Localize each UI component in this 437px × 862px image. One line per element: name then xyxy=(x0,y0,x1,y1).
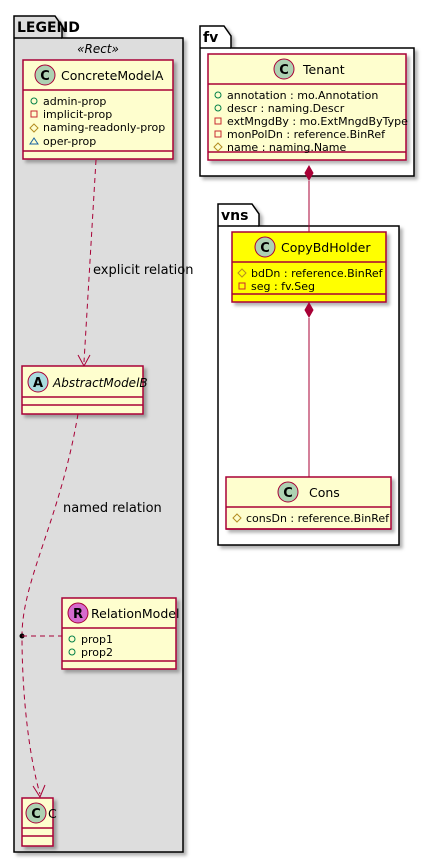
package-vns-label: vns xyxy=(221,208,248,224)
svg-text:C: C xyxy=(31,807,41,822)
public-icon xyxy=(30,97,38,105)
svg-text:prop2: prop2 xyxy=(81,646,113,659)
package-fv-label: fv xyxy=(203,30,218,46)
public-icon xyxy=(214,91,222,99)
svg-text:A: A xyxy=(33,376,43,391)
svg-text:extMngdBy : mo.ExtMngdByType: extMngdBy : mo.ExtMngdByType xyxy=(227,115,408,128)
attr-row: bdDn : reference.BinRef xyxy=(237,267,384,280)
attr-row: prop2 xyxy=(68,646,113,659)
attr-row: naming-readonly-prop xyxy=(29,121,165,134)
class-abstract-model-b[interactable]: A AbstractModelB xyxy=(21,365,148,415)
svg-text:C: C xyxy=(260,241,270,256)
private-icon xyxy=(214,130,222,138)
public-icon xyxy=(68,648,76,656)
relation-copybdholder-cons xyxy=(304,301,314,477)
svg-text:admin-prop: admin-prop xyxy=(43,95,106,108)
svg-text:consDn : reference.BinRef: consDn : reference.BinRef xyxy=(246,512,390,525)
svg-text:annotation : mo.Annotation: annotation : mo.Annotation xyxy=(227,89,378,102)
class-name: CopyBdHolder xyxy=(281,240,371,255)
svg-text:prop1: prop1 xyxy=(81,633,113,646)
private-icon xyxy=(214,117,222,125)
private-icon xyxy=(30,110,38,118)
class-circle-icon: C xyxy=(273,58,295,80)
attr-row: extMngdBy : mo.ExtMngdByType xyxy=(214,115,408,128)
public-icon xyxy=(68,635,76,643)
svg-text:C: C xyxy=(283,486,293,501)
svg-text:seg : fv.Seg: seg : fv.Seg xyxy=(251,280,315,293)
class-name: Tenant xyxy=(302,62,345,77)
public-icon xyxy=(214,104,222,112)
abstract-circle-icon: A xyxy=(27,371,49,393)
relation-explicit-label: explicit relation xyxy=(93,263,193,278)
attr-row: name : naming.Name xyxy=(213,141,347,154)
class-name: RelationModel xyxy=(91,606,179,621)
svg-text:monPolDn : reference.BinRef: monPolDn : reference.BinRef xyxy=(227,128,386,141)
svg-text:implicit-prop: implicit-prop xyxy=(43,108,112,121)
class-c[interactable]: C C xyxy=(21,797,57,847)
attr-row: oper-prop xyxy=(29,135,96,148)
svg-text:bdDn : reference.BinRef: bdDn : reference.BinRef xyxy=(251,267,384,280)
attr-row: consDn : reference.BinRef xyxy=(232,512,390,525)
relation-circle-icon: R xyxy=(67,602,89,624)
attr-row: descr : naming.Descr xyxy=(214,102,345,115)
class-circle-icon: C xyxy=(25,802,47,824)
class-relation-model[interactable]: R RelationModel prop1 prop2 xyxy=(61,597,179,670)
class-concrete-model-a[interactable]: C ConcreteModelA admin-prop implicit-pro… xyxy=(22,59,174,160)
protected-icon xyxy=(232,513,242,523)
class-name: Cons xyxy=(309,485,340,500)
attr-row: prop1 xyxy=(68,633,113,646)
attr-row: admin-prop xyxy=(30,95,106,108)
attr-row: annotation : mo.Annotation xyxy=(214,89,378,102)
class-name: AbstractModelB xyxy=(52,376,148,390)
relation-tenant-copybdholder xyxy=(304,164,314,232)
relation-named-label: named relation xyxy=(63,501,162,516)
class-tenant[interactable]: C Tenant annotation : mo.Annotation desc… xyxy=(207,53,408,161)
relation-named: named relation xyxy=(19,413,162,799)
class-cons[interactable]: C Cons consDn : reference.BinRef xyxy=(225,476,392,530)
private-icon xyxy=(238,282,246,290)
class-circle-icon: C xyxy=(254,236,276,258)
svg-text:R: R xyxy=(73,607,83,622)
class-circle-icon: C xyxy=(277,481,299,503)
package-icon xyxy=(29,137,39,145)
attr-row: implicit-prop xyxy=(30,108,112,121)
class-circle-icon: C xyxy=(34,64,56,86)
attr-row: monPolDn : reference.BinRef xyxy=(214,128,386,141)
protected-icon xyxy=(237,268,247,278)
svg-text:naming-readonly-prop: naming-readonly-prop xyxy=(43,121,165,134)
attr-row: seg : fv.Seg xyxy=(238,280,315,293)
svg-text:name : naming.Name: name : naming.Name xyxy=(227,141,347,154)
protected-icon xyxy=(213,142,223,152)
protected-icon xyxy=(29,123,39,133)
class-name: C xyxy=(48,806,57,821)
class-name: ConcreteModelA xyxy=(61,68,164,83)
package-legend-stereotype: «Rect» xyxy=(77,42,119,56)
svg-text:descr : naming.Descr: descr : naming.Descr xyxy=(227,102,345,115)
svg-text:C: C xyxy=(40,69,50,84)
class-copy-bd-holder[interactable]: C CopyBdHolder bdDn : reference.BinRef s… xyxy=(231,231,387,303)
svg-text:C: C xyxy=(279,63,289,78)
svg-text:oper-prop: oper-prop xyxy=(43,135,96,148)
package-legend-label: LEGEND xyxy=(17,20,80,36)
